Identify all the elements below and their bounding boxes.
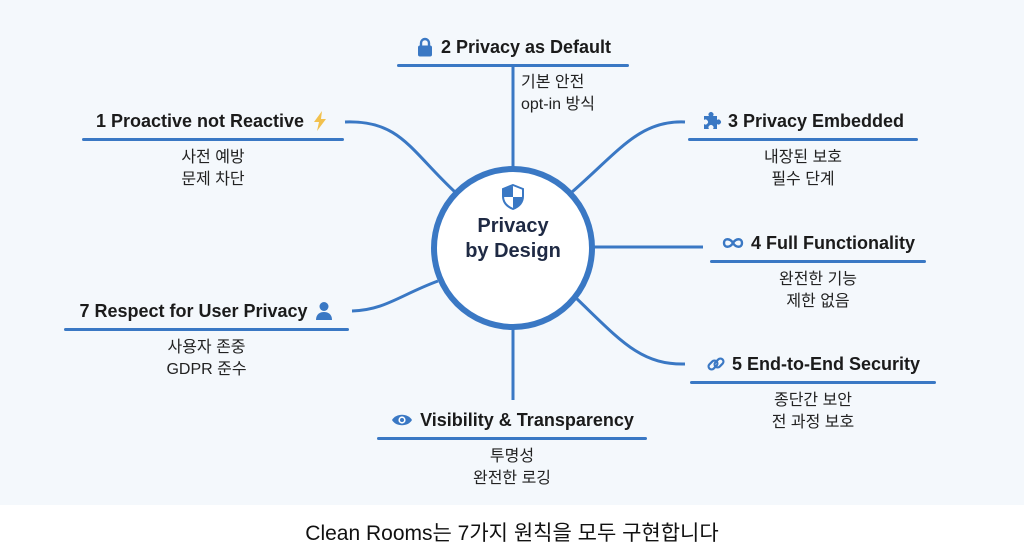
principle-detail-2: 제한 없음 — [786, 293, 850, 310]
principle-4: 4 Full Functionality 완전한 기능 제한 없음 — [710, 230, 926, 313]
principle-title: 2 Privacy as Default — [440, 36, 612, 57]
principle-title: 3 Privacy Embedded — [727, 110, 905, 131]
connector-3 — [571, 120, 686, 194]
principle-detail-2: 필수 단계 — [771, 171, 835, 188]
principle-underline — [688, 138, 918, 141]
principle-title: 5 End-to-End Security — [731, 353, 920, 374]
caption: Clean Rooms는 7가지 원칙을 모두 구현합니다 — [305, 522, 719, 545]
principle-detail-1: 기본 안전 — [521, 74, 585, 91]
shield-icon — [440, 184, 586, 214]
principle-detail-2: GDPR 준수 — [166, 361, 247, 378]
principle-5: 5 End-to-End Security 종단간 보안 전 과정 보호 — [690, 351, 936, 434]
center-node: Privacy by Design — [440, 184, 586, 264]
principle-detail-1: 내장된 보호 — [763, 149, 843, 166]
principle-underline — [377, 437, 647, 440]
principle-2: 2 Privacy as Default 기본 안전 opt-in 방식 — [397, 34, 629, 116]
principle-detail-1: 종단간 보안 — [773, 392, 853, 409]
center-circle — [431, 166, 595, 330]
connector-lines — [344, 67, 703, 400]
connector-5 — [573, 295, 686, 366]
connector-1 — [344, 120, 457, 194]
principle-detail-2: 문제 차단 — [181, 171, 245, 188]
connector-7 — [351, 279, 439, 313]
eye-icon — [390, 410, 414, 430]
principle-title: 1 Proactive not Reactive — [95, 110, 305, 131]
principle-underline — [397, 64, 629, 67]
principle-detail-1: 투명성 — [489, 448, 535, 465]
principle-underline — [710, 260, 926, 263]
principle-detail-2: 완전한 로깅 — [472, 470, 552, 487]
center-title-line1: Privacy — [477, 215, 549, 237]
principle-underline — [82, 138, 344, 141]
principle-detail-2: opt-in 방식 — [521, 96, 595, 113]
principle-1: 1 Proactive not Reactive 사전 예방 문제 차단 — [82, 108, 344, 191]
lightning-icon — [310, 111, 330, 131]
principle-7: 7 Respect for User Privacy 사용자 존중 GDPR 준… — [64, 298, 349, 381]
principle-underline — [64, 328, 349, 331]
infinity-icon — [721, 233, 745, 253]
link-icon — [706, 354, 726, 374]
puzzle-icon — [702, 111, 722, 131]
principle-detail-1: 사용자 존중 — [167, 339, 246, 356]
user-icon — [314, 301, 334, 321]
center-title-line2: by Design — [465, 240, 561, 262]
principle-6: Visibility & Transparency 투명성 완전한 로깅 — [377, 407, 647, 490]
principle-detail-1: 완전한 기능 — [778, 271, 858, 288]
principle-3: 3 Privacy Embedded 내장된 보호 필수 단계 — [688, 108, 918, 191]
principle-title: 4 Full Functionality — [750, 232, 915, 253]
principle-detail-2: 전 과정 보호 — [771, 414, 855, 431]
principle-detail-1: 사전 예방 — [181, 149, 245, 166]
principle-title: Visibility & Transparency — [420, 409, 634, 430]
diagram-canvas: Privacy by Design 1 Proactive not Reacti… — [0, 0, 1024, 505]
lock-icon — [415, 37, 435, 57]
principle-title: 7 Respect for User Privacy — [79, 300, 308, 321]
principle-underline — [690, 381, 936, 384]
